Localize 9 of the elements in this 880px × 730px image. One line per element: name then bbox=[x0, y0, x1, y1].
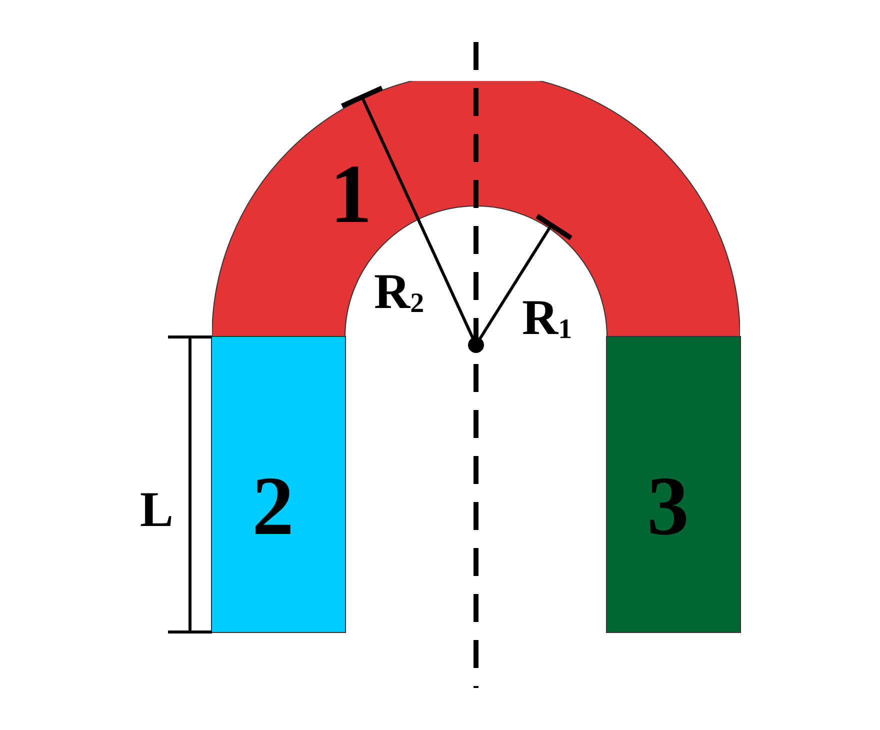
arch-segment bbox=[212, 81, 740, 337]
part-number: 3 bbox=[647, 465, 689, 549]
dimension-label: L bbox=[140, 484, 174, 534]
block bbox=[607, 337, 740, 632]
part-number: 2 bbox=[252, 465, 294, 549]
block bbox=[212, 337, 345, 632]
dimension-label: R$_{2}$ bbox=[374, 266, 424, 316]
part-number: 1 bbox=[330, 153, 372, 237]
dimension-label: R$_{1}$ bbox=[522, 292, 572, 342]
